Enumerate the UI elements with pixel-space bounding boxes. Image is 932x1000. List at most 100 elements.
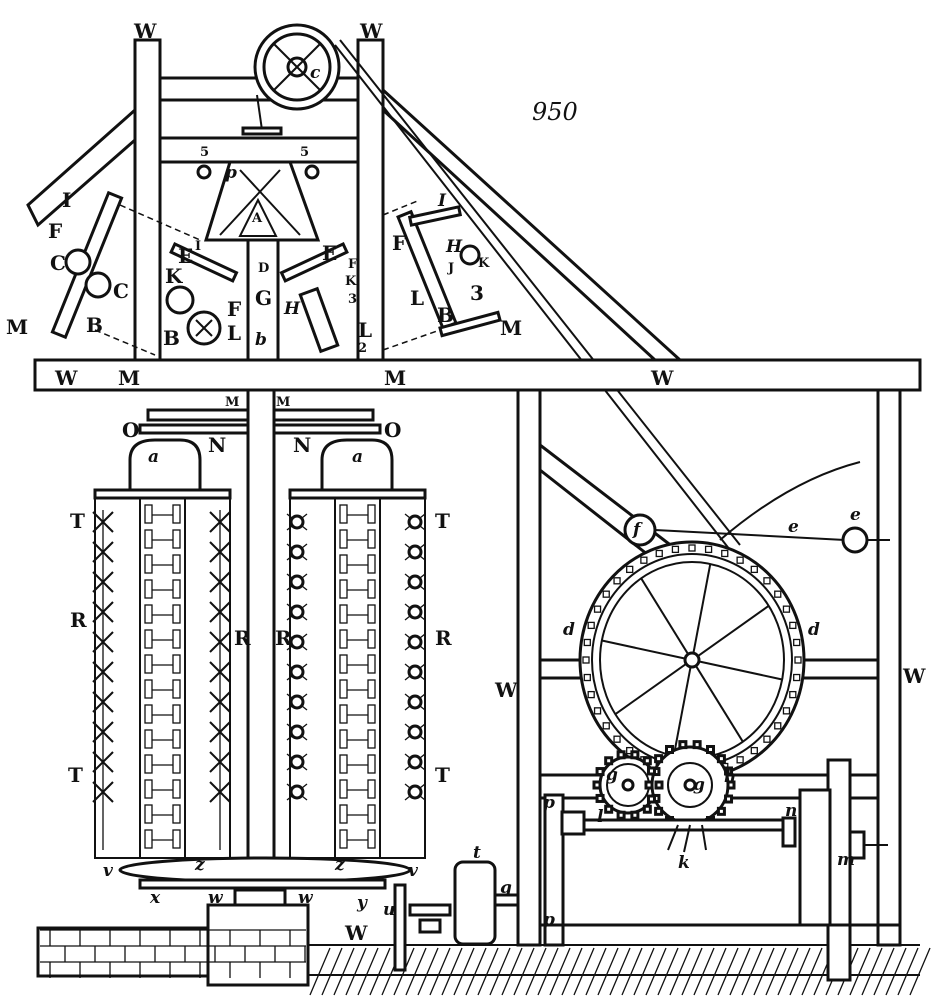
label-F-right: F	[348, 257, 358, 272]
ladder-slat	[339, 654, 348, 674]
ladder-slat	[367, 604, 376, 624]
label-B-detail: B	[86, 313, 103, 337]
label-n: n	[785, 801, 797, 821]
hatch-line	[417, 947, 439, 996]
tooth	[671, 545, 680, 554]
tooth	[583, 673, 591, 682]
gear-tooth	[642, 756, 652, 766]
label-C-right: C	[113, 279, 129, 303]
label-D: D	[258, 261, 269, 276]
gear-tooth	[692, 740, 702, 750]
gear-tooth	[595, 767, 605, 777]
label-B-right: B	[437, 303, 454, 327]
tooth	[721, 549, 729, 558]
label-R-right-outer: R	[435, 626, 452, 650]
spindle-bobbin	[289, 544, 305, 560]
ground	[308, 944, 920, 976]
label-t: t	[473, 843, 481, 863]
main-beam	[33, 358, 922, 392]
hatch-line	[585, 947, 607, 996]
spindle-bobbin	[407, 604, 423, 620]
gear-tooth	[654, 806, 664, 816]
label-W-beam-right: W	[650, 366, 674, 390]
lever-e	[623, 461, 890, 554]
label-R-right-inner: R	[275, 626, 292, 650]
label-m: m	[837, 850, 855, 870]
ladder-slat	[367, 729, 376, 749]
gear-tooth	[604, 756, 614, 766]
label-p-lower: p	[543, 910, 555, 930]
label-d-right: d	[808, 620, 820, 640]
spoke	[698, 605, 770, 657]
hatch-line	[753, 947, 775, 996]
hatch-line	[525, 947, 547, 996]
spindle-bobbin	[289, 574, 305, 590]
right-bobbin-frame: a	[288, 438, 427, 859]
hatch-line	[597, 947, 619, 996]
label-v-left: v	[103, 861, 114, 881]
small-gear-teeth	[592, 740, 736, 830]
tooth	[782, 707, 791, 715]
ladder-slat	[144, 604, 153, 624]
label-W-beam-left: W	[54, 366, 78, 390]
label-K-detail: K	[478, 256, 490, 271]
spoke	[699, 660, 783, 681]
label-5-left: 5	[200, 145, 209, 160]
label-T-right-top: T	[435, 509, 450, 533]
spoke	[614, 663, 686, 715]
hatch-line	[669, 947, 691, 996]
ladder-slat	[367, 579, 376, 599]
ladder-slat	[339, 579, 348, 599]
label-x: x	[149, 888, 161, 908]
spindle-bobbin	[407, 784, 423, 800]
left-detail-mechanism	[50, 190, 201, 356]
ladder-slat	[144, 504, 153, 524]
label-k: k	[678, 853, 690, 873]
label-M-beam-right: M	[384, 366, 406, 390]
ladder-slat	[172, 779, 181, 799]
label-b: b	[255, 330, 267, 350]
hatch-line	[477, 947, 499, 996]
right-bobbin-ladder	[339, 504, 376, 849]
label-q: q	[500, 878, 512, 898]
tooth	[640, 556, 648, 564]
hatch-line	[717, 947, 739, 996]
hatch-line	[369, 947, 391, 996]
label-J: J	[447, 261, 454, 276]
hatch-line	[537, 947, 559, 996]
ground-hatching	[309, 947, 931, 996]
label-z-right: z	[334, 855, 345, 875]
ladder-slat	[367, 554, 376, 574]
rope-upper	[334, 44, 731, 551]
shaft-l	[560, 788, 888, 927]
spindle-bobbin	[407, 694, 423, 710]
gear-tooth	[595, 793, 605, 803]
hatch-line	[621, 947, 643, 996]
ladder-slat	[172, 754, 181, 774]
figure-number: 950	[532, 98, 578, 126]
ladder-slat	[172, 554, 181, 574]
gear-tooth	[654, 780, 664, 790]
spindle-bobbin	[289, 634, 305, 650]
brick-foundation	[40, 929, 306, 978]
right-spindle-column-inner	[286, 513, 308, 801]
ladder-slat	[172, 804, 181, 824]
label-a-right: a	[352, 447, 363, 467]
left-spindle-column-outer	[92, 510, 114, 850]
hatch-line	[861, 947, 883, 996]
right-detail-mechanism	[382, 199, 502, 351]
ladder-slat	[144, 629, 153, 649]
hatch-line	[909, 947, 931, 996]
ladder-slat	[172, 604, 181, 624]
label-w-right: w	[298, 888, 314, 908]
label-I-left: I	[62, 188, 71, 212]
spindle-bobbin	[289, 784, 305, 800]
spoke	[601, 639, 685, 660]
label-R-left-inner: R	[234, 626, 251, 650]
hatch-line	[633, 947, 655, 996]
hatch-line	[609, 947, 631, 996]
hatch-line	[453, 947, 475, 996]
label-3-detail: 3	[470, 281, 484, 305]
label-E-left: E	[178, 244, 193, 268]
label-O-left: O	[122, 418, 139, 442]
